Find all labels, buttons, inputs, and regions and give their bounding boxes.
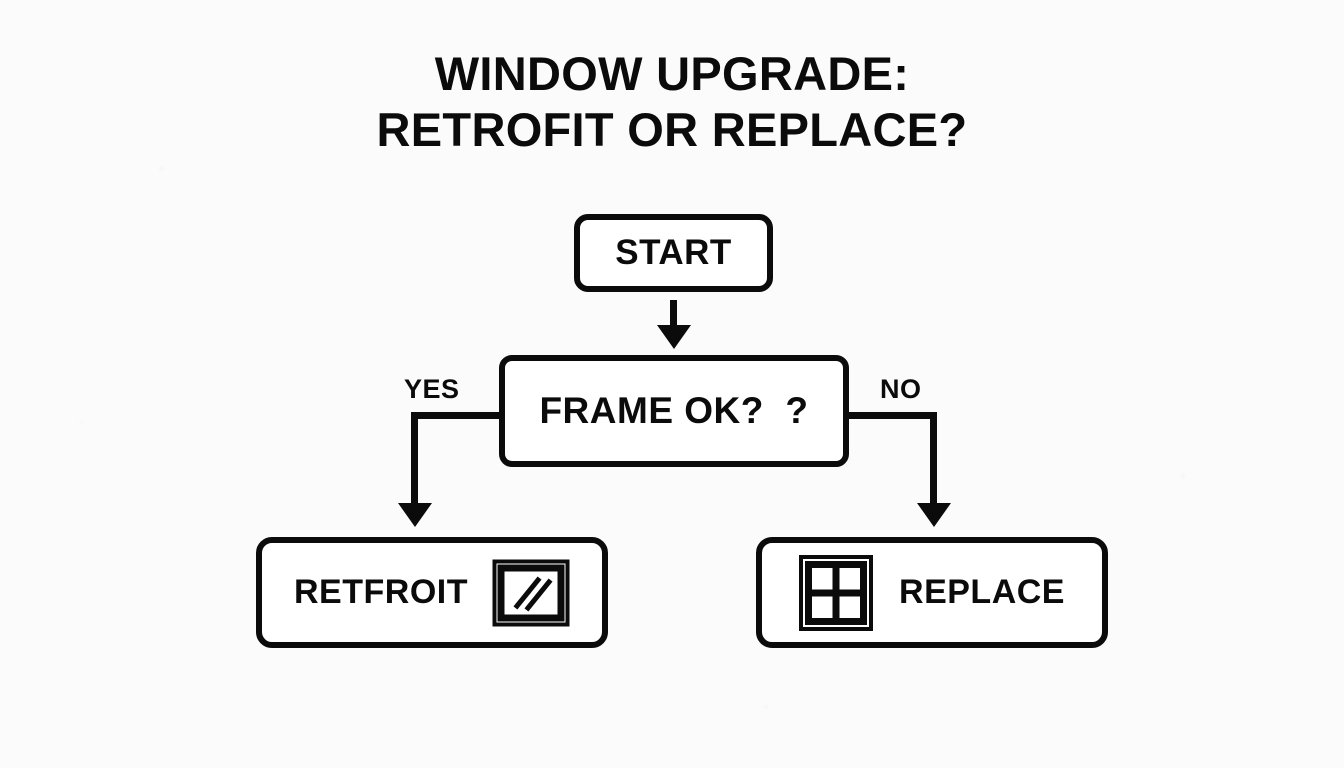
arrowhead-no-to-replace [917, 503, 951, 527]
page-title-line-1: WINDOW UPGRADE: [434, 47, 910, 100]
page-title-line-2: RETROFIT OR REPLACE? [376, 103, 968, 156]
branch-label-yes: YES [404, 374, 460, 404]
connector-yes-horizontal [411, 412, 503, 419]
connector-no-horizontal [845, 412, 937, 419]
node-replace-label: REPLACE [899, 573, 1065, 611]
glass-pane-icon [492, 559, 570, 627]
four-pane-window-icon [799, 554, 874, 631]
node-outcome-retrofit[interactable]: RETFROIT [256, 537, 608, 648]
connector-yes-vertical [411, 412, 418, 504]
node-decision-frame-ok[interactable]: FRAME OK? ? [499, 355, 849, 467]
branch-label-no: NO [880, 374, 922, 404]
connector-no-vertical [930, 412, 937, 504]
page-title: WINDOW UPGRADE: RETROFIT OR REPLACE? [0, 46, 1344, 158]
node-outcome-replace[interactable]: REPLACE [756, 537, 1108, 648]
arrowhead-start-to-decision [657, 325, 691, 349]
connector-start-to-decision [670, 300, 677, 328]
arrowhead-yes-to-retrofit [398, 503, 432, 527]
node-start[interactable]: START [574, 214, 773, 292]
node-retrofit-label: RETFROIT [294, 573, 468, 611]
node-start-label: START [615, 233, 732, 272]
node-decision-label: FRAME OK? ? [539, 390, 809, 431]
